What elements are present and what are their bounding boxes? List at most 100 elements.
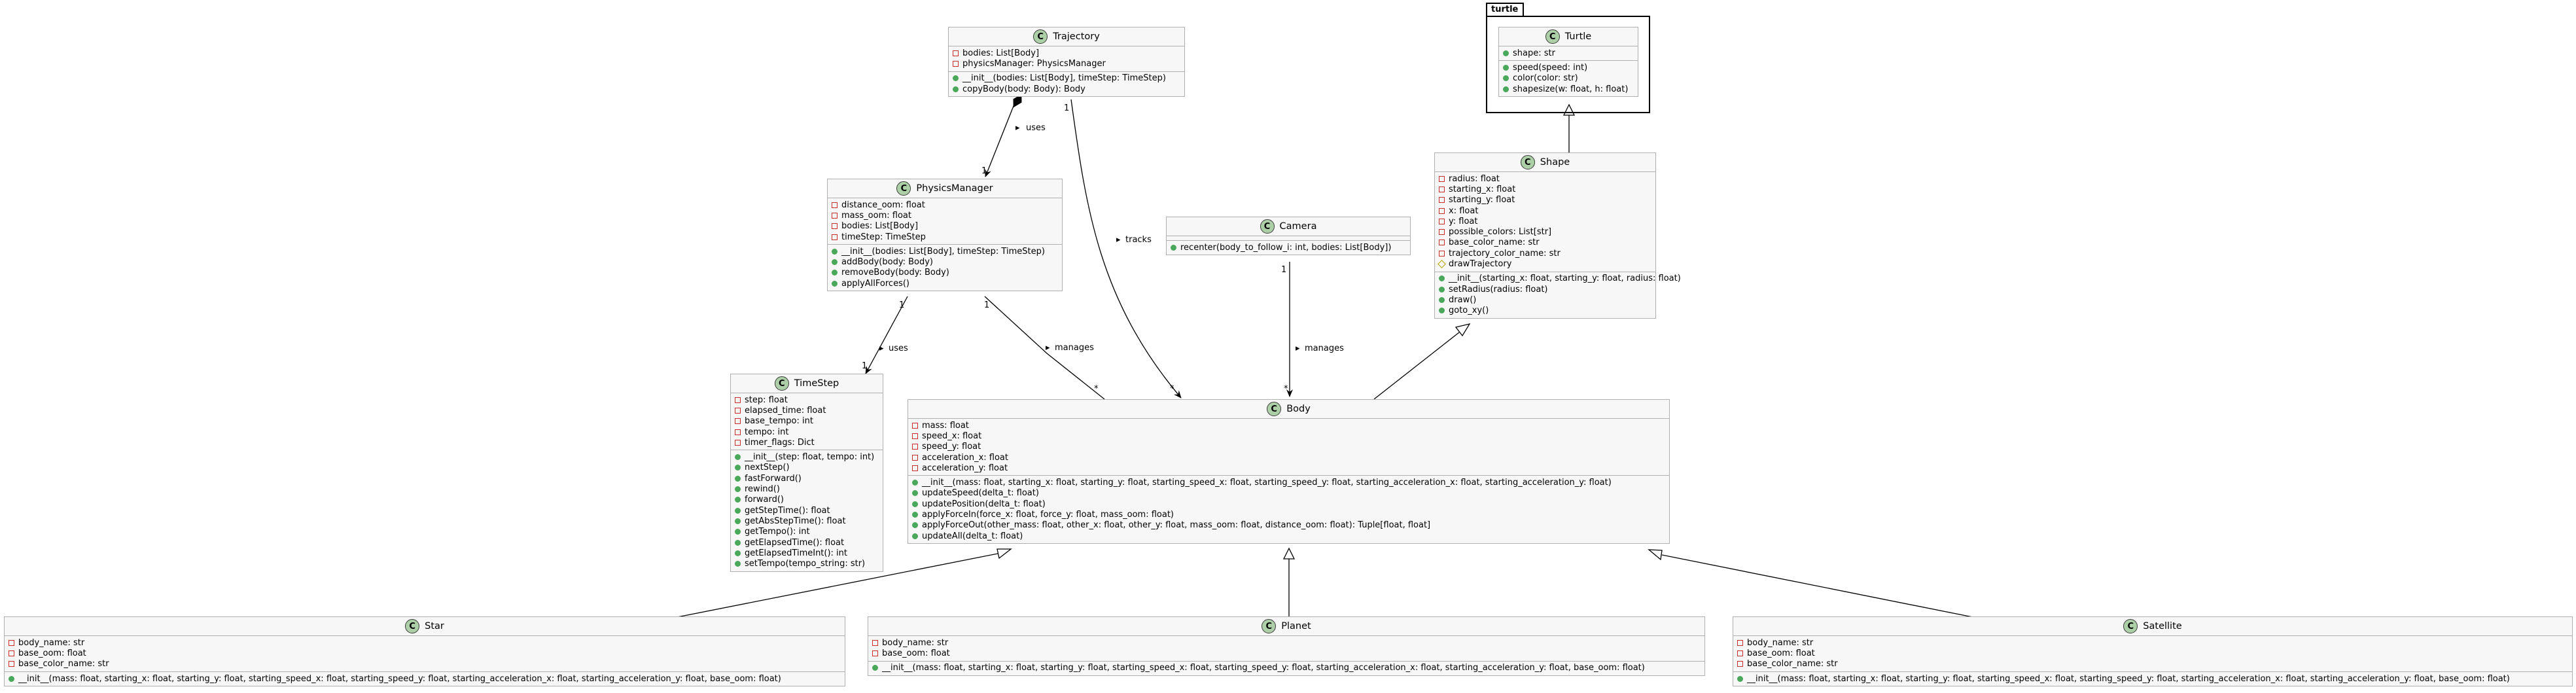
public-visibility-icon <box>735 486 741 493</box>
field-text: body_name: str <box>18 637 85 648</box>
public-visibility-icon <box>912 512 918 518</box>
field-text: base_color_name: str <box>18 659 109 669</box>
class-c-icon: C <box>1260 219 1275 234</box>
methods-section: recenter(body_to_follow_i: int, bodies: … <box>1167 240 1410 255</box>
field-text: shape: str <box>1513 48 1555 58</box>
method-text: __init__(mass: float, starting_x: float,… <box>1747 673 2510 684</box>
public-visibility-icon <box>912 490 918 497</box>
class-field: timeStep: TimeStep <box>832 232 1058 242</box>
field-text: base_oom: float <box>882 648 950 658</box>
methods-section: __init__(mass: float, starting_x: float,… <box>1733 671 2572 686</box>
public-visibility-icon <box>912 501 918 507</box>
private-visibility-icon <box>735 429 741 435</box>
class-c-icon: C <box>1545 29 1560 44</box>
class-method: shapesize(w: float, h: float) <box>1503 84 1634 94</box>
class-field: possible_colors: List[str] <box>1439 226 1651 237</box>
method-text: __init__(mass: float, starting_x: float,… <box>882 663 1645 673</box>
label-pm-ts: uses <box>889 344 908 353</box>
class-method: removeBody(body: Body) <box>832 268 1058 278</box>
field-text: bodies: List[Body] <box>841 221 919 232</box>
fields-section: bodies: List[Body]physicsManager: Physic… <box>949 46 1184 71</box>
edge-physicsmanager-body <box>984 296 1105 400</box>
field-text: bodies: List[Body] <box>962 48 1040 58</box>
public-visibility-icon <box>1737 675 1743 682</box>
mult-traj-body-from: 1 <box>1064 103 1069 113</box>
class-method: rewind() <box>735 484 879 494</box>
class-field: timer_flags: Dict <box>735 437 879 448</box>
class-method: __init__(bodies: List[Body], timeStep: T… <box>832 246 1058 257</box>
private-visibility-icon <box>1439 197 1445 204</box>
methods-section: speed(speed: int)color(color: str)shapes… <box>1499 60 1638 96</box>
method-text: updateAll(delta_t: float) <box>922 531 1023 541</box>
private-visibility-icon <box>1439 229 1445 236</box>
field-text: base_tempo: int <box>745 416 813 427</box>
inheritance-triangle <box>1282 547 1296 560</box>
method-text: setRadius(radius: float) <box>1449 284 1548 294</box>
method-text: forward() <box>745 495 784 505</box>
package-turtle <box>1486 16 1650 113</box>
public-visibility-icon <box>735 497 741 503</box>
class-method: color(color: str) <box>1503 73 1634 84</box>
field-text: body_name: str <box>1747 637 1814 648</box>
class-method: __init__(mass: float, starting_x: float,… <box>912 477 1665 488</box>
class-method: draw() <box>1439 294 1651 305</box>
class-turtle[interactable]: C Turtle shape: str speed(speed: int)color(… <box>1498 27 1638 98</box>
private-visibility-icon <box>832 223 838 230</box>
composition-diamond <box>1013 94 1022 108</box>
public-visibility-icon <box>872 665 878 671</box>
field-text: base_color_name: str <box>1747 659 1838 669</box>
class-method: recenter(body_to_follow_i: int, bodies: … <box>1171 242 1406 253</box>
mult-pm-ts-to: 1 <box>862 361 867 371</box>
methods-section: __init__(starting_x: float, starting_y: … <box>1435 271 1681 318</box>
public-visibility-icon <box>735 518 741 524</box>
private-visibility-icon <box>1439 250 1445 257</box>
edge-trajectory-body <box>1070 99 1182 399</box>
method-text: getTempo(): int <box>745 527 810 537</box>
method-text: setTempo(tempo_string: str) <box>745 559 866 569</box>
class-name: Turtle <box>1564 31 1592 42</box>
method-text: applyAllForces() <box>841 278 909 289</box>
field-text: acceleration_y: float <box>922 463 1008 473</box>
class-name: Planet <box>1281 621 1311 631</box>
public-visibility-icon <box>953 75 959 82</box>
field-text: trajectory_color_name: str <box>1449 248 1561 258</box>
class-field: step: float <box>735 395 879 405</box>
class-method: getElapsedTimeInt(): int <box>735 548 879 558</box>
field-text: starting_x: float <box>1449 184 1516 194</box>
class-header: C Turtle <box>1499 27 1638 46</box>
method-text: fastForward() <box>745 473 802 484</box>
method-text: __init__(starting_x: float, starting_y: … <box>1449 274 1681 284</box>
class-method: updatePosition(delta_t: float) <box>912 499 1665 509</box>
class-field: base_oom: float <box>9 648 841 658</box>
mult-cam-body-to: * <box>1284 384 1288 394</box>
package-tab: turtle <box>1486 3 1524 16</box>
edge-physicsmanager-timestep <box>865 296 908 374</box>
method-text: color(color: str) <box>1513 73 1578 84</box>
field-text: possible_colors: List[str] <box>1449 227 1552 238</box>
private-visibility-icon <box>872 639 878 646</box>
field-text: step: float <box>745 395 788 405</box>
class-name: Body <box>1286 404 1311 414</box>
class-name: Satellite <box>2143 621 2182 631</box>
public-visibility-icon <box>1439 296 1445 303</box>
arrow-pm-body: ▸ <box>1046 343 1050 353</box>
field-text: speed_x: float <box>922 431 982 441</box>
class-field: base_tempo: int <box>735 416 879 427</box>
method-text: copyBody(body: Body): Body <box>962 84 1085 94</box>
methods-section: __init__(bodies: List[Body], timeStep: T… <box>828 244 1062 291</box>
